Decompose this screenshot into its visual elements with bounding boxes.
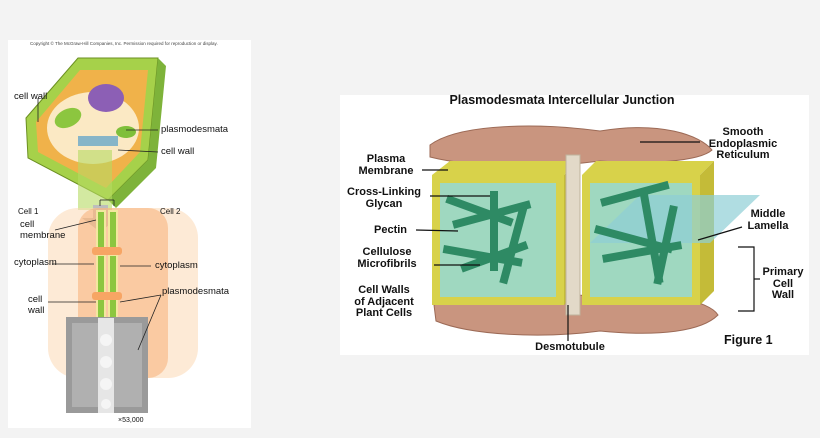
label-cell-walls-1: Cell Walls [358, 284, 410, 296]
label-cell-walls-2: of Adjacent [354, 295, 414, 308]
label-cross-linking-glycan-1: Cross-Linking [347, 186, 421, 198]
label-middle-lamella-2: Lamella [747, 219, 789, 232]
label-cellulose-1: Cellulose [362, 246, 412, 258]
label-cell-wall-bottom-1: cell [28, 294, 43, 305]
label-cell-walls-3: Plant Cells [355, 307, 413, 319]
desmotubule-channel [565, 154, 581, 316]
right-figure-panel: Plasmodesmata Intercellular Junction Smo… [340, 93, 809, 355]
label-cell-wall-top: cell wall [14, 91, 48, 102]
left-illustration [25, 57, 198, 413]
label-smooth-er-2: Endoplasmic [708, 137, 778, 150]
label-cell-membrane-1: cell [20, 219, 35, 230]
label-primary-cell-wall-2: Cell [772, 277, 794, 290]
label-primary-cell-wall-3: Wall [771, 289, 795, 301]
label-desmotubule: Desmotubule [535, 341, 605, 353]
left-figure-panel: Copyright © The McGraw-Hill Companies, I… [8, 40, 251, 428]
label-cell-wall-bottom-2: wall [28, 305, 45, 316]
label-cell-wall-right: cell wall [161, 146, 195, 157]
label-cell2: Cell 2 [160, 207, 181, 216]
label-cellulose-2: Microfibrils [357, 257, 417, 270]
junction-illustration [415, 125, 760, 341]
label-plasma-membrane-1: Plasma [366, 153, 406, 165]
magnification-label: ×53,000 [118, 417, 144, 424]
label-cytoplasm-left: cytoplasm [14, 257, 57, 268]
label-smooth-er-1: Smooth [722, 126, 764, 138]
cell-wall-section [92, 210, 122, 378]
diagram-title: Plasmodesmata Intercellular Junction [449, 93, 675, 107]
label-plasmodesmata-top: plasmodesmata [161, 124, 229, 135]
label-plasmodesmata-bottom: plasmodesmata [162, 286, 230, 297]
cellulose-fibrils [442, 180, 683, 285]
plant-cell-3d [25, 57, 166, 232]
label-primary-cell-wall-1: Primary [762, 266, 804, 278]
label-smooth-er-3: Reticulum [716, 149, 770, 161]
label-middle-lamella-1: Middle [750, 208, 786, 220]
label-cross-linking-glycan-2: Glycan [365, 197, 403, 210]
label-pectin: Pectin [374, 224, 408, 236]
electron-micrograph [66, 317, 148, 413]
label-plasma-membrane-2: Membrane [358, 164, 414, 177]
label-cytoplasm-right: cytoplasm [155, 260, 198, 271]
label-cell-membrane-2: membrane [20, 230, 66, 241]
label-cell1: Cell 1 [18, 207, 39, 216]
copyright-text: Copyright © The McGraw-Hill Companies, I… [30, 41, 218, 46]
figure-label: Figure 1 [724, 333, 773, 347]
